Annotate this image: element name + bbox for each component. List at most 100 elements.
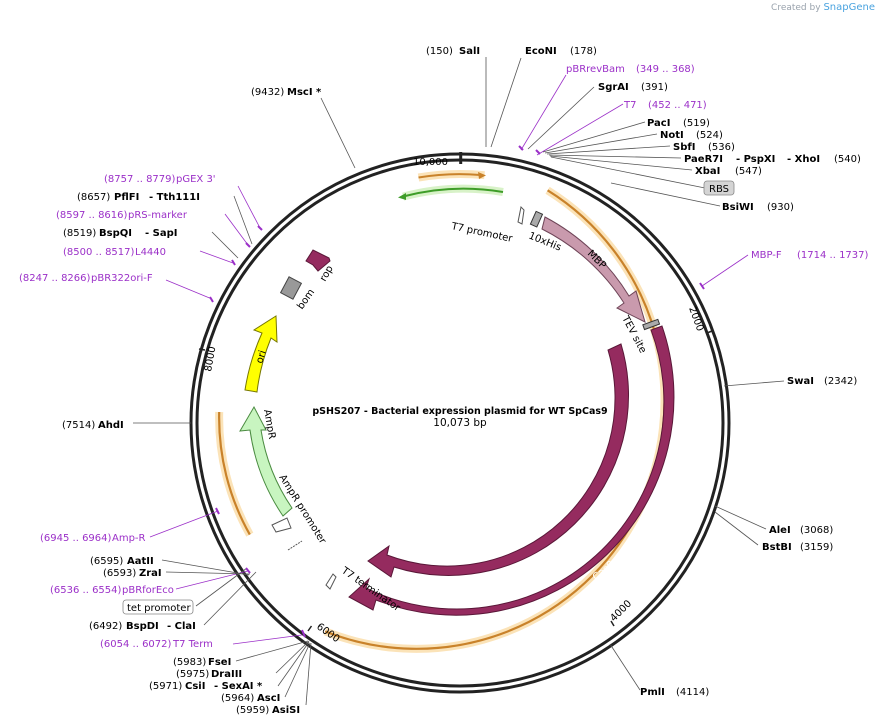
tick-2000-mark bbox=[706, 330, 713, 334]
site-name-sgrai: SgrAI bbox=[598, 82, 629, 93]
site-pos-fsei: (5983) bbox=[173, 657, 206, 668]
site-name-prsmarker: pRS-marker bbox=[128, 210, 188, 221]
site-pos-sbfi: (536) bbox=[708, 142, 735, 153]
site-name-clai: - ClaI bbox=[167, 621, 196, 632]
site-pos-paci: (519) bbox=[683, 118, 710, 129]
site-pos-pbrforeco: (6536 .. 6554) bbox=[50, 585, 122, 596]
bom-block bbox=[279, 276, 303, 300]
orf-arc-top-line bbox=[418, 173, 481, 179]
site-name-rbs: RBS bbox=[709, 184, 729, 195]
site-name-aatii: AatII bbox=[127, 556, 154, 567]
site-pos-pbr322ori: (8247 .. 8266) bbox=[19, 273, 91, 284]
site-name-mbpf: MBP-F bbox=[751, 250, 782, 261]
ampr-promoter-arrow bbox=[271, 517, 292, 533]
site-name-pbrrevbam: pBRrevBam bbox=[566, 64, 625, 75]
site-name-tetpromoter: tet promoter bbox=[127, 603, 191, 614]
site-pos-mbpf: (1714 .. 1737) bbox=[797, 250, 869, 261]
site-name-sbfi: SbfI bbox=[673, 142, 695, 153]
site-pos-paer7i: (540) bbox=[834, 154, 861, 165]
tev-site-block bbox=[642, 318, 661, 331]
site-pos-asisi: (5959) bbox=[236, 705, 269, 716]
site-name-ahdi: AhdI bbox=[98, 420, 124, 431]
snapgene-logo: SnapGene bbox=[823, 2, 875, 13]
site-pos-t7: (452 .. 471) bbox=[648, 100, 707, 111]
leader-lines bbox=[133, 57, 785, 706]
site-name-csii: CsiI bbox=[185, 681, 205, 692]
site-name-swai: SwaI bbox=[787, 376, 814, 387]
orf-arc-ampr-line bbox=[218, 411, 251, 536]
orf-arc-top-arrowhead bbox=[478, 172, 486, 179]
site-pos-zrai: (6593) bbox=[103, 568, 136, 579]
site-pos-xbai: (547) bbox=[735, 166, 762, 177]
tick-label-6000: 6000 bbox=[314, 621, 341, 645]
site-name-pspxi: - PspXI bbox=[736, 154, 775, 165]
bom-label: bom bbox=[295, 287, 317, 312]
site-name-tth111i: - Tth111I bbox=[149, 192, 200, 203]
tet-promoter-box bbox=[122, 599, 194, 615]
site-name-msci: MscI * bbox=[287, 87, 322, 98]
site-pos-pgex3: (8757 .. 8779) bbox=[104, 174, 176, 185]
site-name-bspdi: BspDI bbox=[126, 621, 159, 632]
his-tag-block bbox=[529, 210, 544, 228]
site-name-asci: AscI bbox=[257, 693, 280, 704]
site-name-pflfi: PflFI bbox=[114, 192, 139, 203]
site-name-noti: NotI bbox=[660, 130, 684, 141]
site-name-bspqi: BspQI bbox=[99, 228, 132, 239]
ampr-label: AmpR bbox=[261, 409, 277, 440]
plasmid-title: pSHS207 - Bacterial expression plasmid f… bbox=[312, 406, 607, 417]
site-name-pmli: PmlI bbox=[640, 687, 665, 698]
site-name-t7: T7 bbox=[623, 100, 636, 111]
site-name-xbai: XbaI bbox=[695, 166, 720, 177]
tick-label-4000: 4000 bbox=[608, 598, 634, 624]
site-name-l4440: L4440 bbox=[135, 247, 166, 258]
site-pos-bspdi: (6492) bbox=[89, 621, 122, 632]
site-pos-t7term: (6054 .. 6072) bbox=[100, 639, 172, 650]
tick-8000-mark bbox=[198, 348, 206, 351]
site-pos-msci: (9432) bbox=[251, 87, 284, 98]
ori-arrow bbox=[244, 315, 278, 393]
site-pos-econi: (178) bbox=[570, 46, 597, 57]
site-pos-pflfi: (8657) bbox=[77, 192, 110, 203]
cas9-arrow-outer bbox=[348, 325, 675, 616]
tick-label-10000: 10,000 bbox=[413, 157, 448, 168]
orf-arc-green-line bbox=[404, 187, 504, 197]
site-labels: (150) SalI EcoNI (178) pBRrevBam (349 ..… bbox=[19, 46, 869, 716]
site-name-fsei: FseI bbox=[208, 657, 231, 668]
site-name-sexai: - SexAI * bbox=[214, 681, 263, 692]
site-pos-l4440: (8500 .. 8517) bbox=[63, 247, 135, 258]
site-name-econi: EcoNI bbox=[525, 46, 557, 57]
site-name-bstbi: BstBI bbox=[762, 542, 792, 553]
site-name-alei: AleI bbox=[769, 525, 791, 536]
snapgene-branding: Created by SnapGene bbox=[771, 2, 875, 13]
site-pos-alei: (3068) bbox=[800, 525, 833, 536]
site-name-asisi: AsiSI bbox=[272, 705, 300, 716]
site-name-sapi: - SapI bbox=[145, 228, 177, 239]
tick-6000-mark bbox=[307, 625, 313, 632]
ampr-promoter-line bbox=[287, 540, 303, 551]
site-pos-draiii: (5975) bbox=[176, 669, 209, 680]
site-name-zrai: ZraI bbox=[139, 568, 162, 579]
ori-label: ori bbox=[254, 349, 268, 365]
branding-prefix: Created by bbox=[771, 3, 821, 13]
site-pos-bsiwi: (930) bbox=[767, 202, 794, 213]
site-pos-aatii: (6595) bbox=[90, 556, 123, 567]
t7-promoter-arrow bbox=[517, 205, 525, 225]
cas9-arrow-inner bbox=[367, 343, 629, 578]
site-name-pbr322ori: pBR322ori-F bbox=[91, 273, 153, 284]
t7-promoter-label: T7 promoter bbox=[449, 221, 514, 245]
site-name-t7term: T7 Term bbox=[172, 639, 213, 650]
site-pos-pbrrevbam: (349 .. 368) bbox=[636, 64, 695, 75]
tick-4000-mark bbox=[610, 620, 615, 627]
site-name-draiii: DraIII bbox=[211, 669, 242, 680]
plasmid-length: 10,073 bp bbox=[433, 417, 487, 429]
mbp-arrow bbox=[541, 216, 646, 323]
site-name-xhoi: - XhoI bbox=[787, 154, 820, 165]
rop-arrow bbox=[305, 249, 331, 272]
site-pos-sgrai: (391) bbox=[641, 82, 668, 93]
primer-ticks bbox=[209, 145, 705, 638]
site-name-paci: PacI bbox=[647, 118, 670, 129]
orf-arc-green-arrowhead bbox=[398, 193, 406, 200]
site-name-paer7i: PaeR7I bbox=[684, 154, 723, 165]
site-pos-ampr-primer: (6945 .. 6964) bbox=[40, 533, 112, 544]
